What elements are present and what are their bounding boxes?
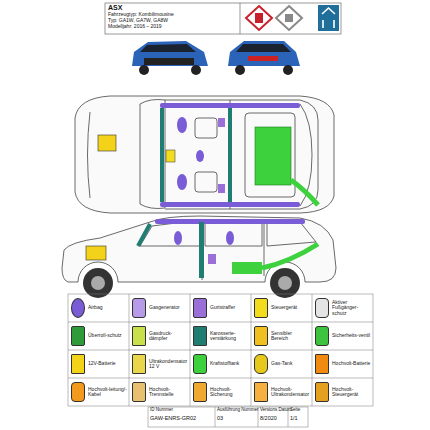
legend-text: Hochvolt-Sicherung — [210, 387, 249, 398]
legend-text: Gasgenerator — [149, 305, 188, 311]
legend-swatch — [193, 298, 207, 318]
legend-text: Aktiver Fußgänger-schutz — [332, 300, 371, 317]
legend-swatch — [315, 354, 329, 374]
vehicle-title: ASX — [108, 4, 122, 12]
legend-text: Gurtstraffer — [210, 305, 249, 311]
legend-swatch — [132, 298, 146, 318]
legend-swatch — [71, 354, 85, 374]
vehicle-type: Fahrzeugtyp: Kombilimousine — [108, 12, 174, 18]
legend-text: Sicherheits-ventil — [332, 333, 371, 339]
legend-swatch — [315, 326, 329, 346]
legend-text: Hochvolt-Trennstelle — [149, 387, 188, 398]
footer-value: GAW-ENRS-GR02 — [150, 415, 196, 421]
type-codes: Typ: GA1W, GA7W, GA8W — [108, 18, 168, 24]
legend-swatch — [315, 298, 329, 318]
footer-heading: ID Nummer — [150, 408, 173, 413]
legend-swatch — [132, 326, 146, 346]
legend-swatch — [71, 326, 85, 346]
legend-swatch — [254, 382, 268, 402]
legend-swatch — [315, 382, 329, 402]
footer-value: 8/2020 — [260, 415, 277, 421]
legend-swatch — [254, 298, 268, 318]
footer-value: 1/1 — [290, 415, 298, 421]
legend-text: Hochvolt-Ultrakondensator — [271, 387, 310, 398]
legend-text: Überroll-schutz — [88, 333, 127, 339]
legend-text: Hochvolt-Batterie — [332, 361, 371, 367]
legend-swatch — [193, 326, 207, 346]
legend-swatch — [193, 382, 207, 402]
legend-swatch — [71, 298, 85, 318]
legend-text: Sensibler Bereich — [271, 331, 310, 342]
legend-swatch — [193, 354, 207, 374]
legend-text: Gas-Tank — [271, 361, 310, 367]
legend-text: Steuergerät — [271, 305, 310, 311]
legend-text: Ultrakondensator 12 V — [149, 359, 188, 370]
legend-swatch — [132, 382, 146, 402]
footer-heading: Versions Datum — [260, 408, 292, 413]
legend-text: Gasdruck-dämpfer — [149, 331, 188, 342]
legend-swatch — [132, 354, 146, 374]
legend-text: Hochvolt-Steuergerät — [332, 387, 371, 398]
legend-swatch — [71, 382, 85, 402]
model-year: Modelljahr: 2016 – 2019 — [108, 24, 162, 30]
legend-text: Airbag — [88, 305, 127, 311]
legend-text: Karosserie-verstärkung — [210, 331, 249, 342]
legend-swatch — [254, 354, 268, 374]
legend-swatch — [254, 326, 268, 346]
footer-value: 03 — [217, 415, 223, 421]
footer-heading: Seite — [290, 408, 300, 413]
legend-text: Kraftstofftank — [210, 361, 249, 367]
footer-heading: Ausführung Nummer — [217, 408, 259, 413]
legend-text: 12V-Batterie — [88, 361, 127, 367]
legend-text: Hochvolt-leitung/-Kabel — [88, 387, 127, 398]
